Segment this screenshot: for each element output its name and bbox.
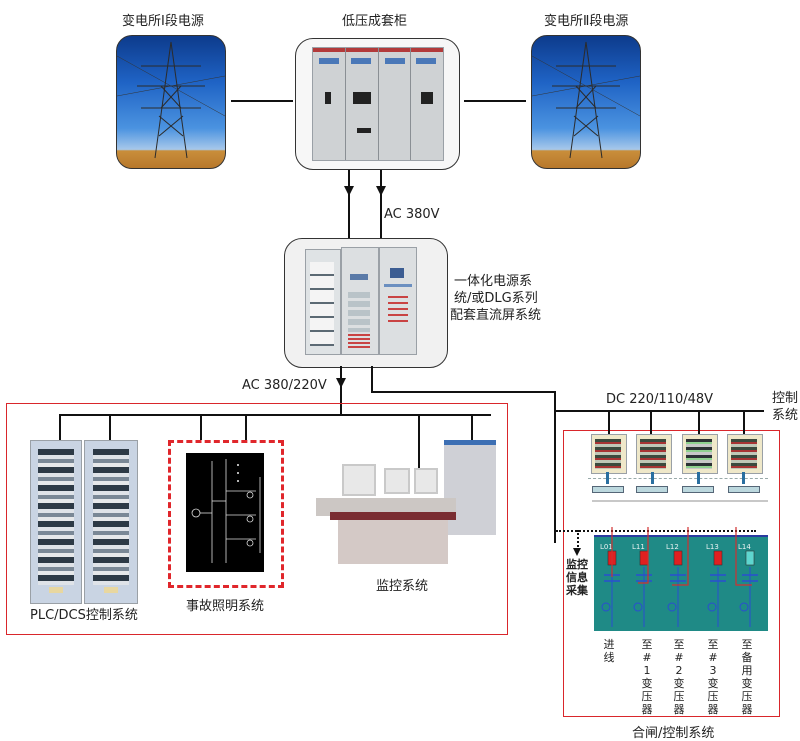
- current-transformer: [739, 602, 749, 612]
- ac380-220-feed: [340, 366, 342, 414]
- integrated-power-system-panel: [284, 238, 448, 368]
- switchgear-caption: 合闸/控制系统: [632, 726, 715, 741]
- arrow-down-icon: [336, 378, 346, 388]
- load-group-box: [6, 403, 508, 635]
- communication-bus: [588, 472, 768, 494]
- monitoring-label: 监控系统: [376, 579, 429, 594]
- battery-cabinet-image: [305, 249, 341, 355]
- monitor-drop-1: [418, 414, 420, 480]
- screen-feeder-label: L11: [632, 543, 645, 551]
- switchgear-screen: L01 L11 L12 L13 L14: [594, 527, 768, 631]
- lighting-drop-2: [245, 414, 247, 440]
- screen-feeder-l12: L12: [666, 543, 686, 627]
- source-1-connector: [231, 100, 293, 102]
- dc-drop-2: [650, 410, 652, 434]
- control-system-label: 控制系统: [772, 391, 799, 423]
- breaker-indicator: [745, 550, 755, 566]
- arrow-down-icon: [376, 186, 386, 196]
- dc-feed-horizontal: [371, 391, 556, 393]
- plc-drop-2: [109, 414, 111, 442]
- control-panel-image: [379, 247, 417, 355]
- screen-feeder-l13: L13: [706, 543, 726, 627]
- screen-feeder-l14: L14: [738, 543, 758, 627]
- feeder-label: 至#2变压器: [673, 638, 685, 716]
- screen-feeder-l11: L11: [632, 543, 652, 627]
- power-system-label-line1: 一体化电源系: [454, 274, 533, 289]
- dc-feed-vertical: [371, 366, 373, 392]
- screen-feeder-label: L14: [738, 543, 751, 551]
- control-wire: [672, 527, 689, 586]
- network-line: [592, 500, 768, 502]
- ac380-label: AC 380V: [384, 207, 440, 222]
- switchgear-schematic: L01 L11 L12 L13 L14: [600, 527, 758, 627]
- emergency-lighting-label: 事故照明系统: [186, 599, 265, 614]
- power-tower-icon: [117, 41, 225, 159]
- current-transformer: [707, 602, 717, 612]
- protection-unit-4: [727, 434, 763, 474]
- emergency-lighting-schematic: [186, 453, 264, 572]
- dc-panel-image: [341, 247, 379, 355]
- current-transformer: [633, 602, 643, 612]
- current-transformer: [601, 602, 611, 612]
- feeder-label: 进线: [603, 638, 615, 664]
- power-system-label-line2: 统/或DLG系列: [454, 291, 538, 306]
- source-2-connector: [464, 100, 526, 102]
- plc-drop-1: [59, 414, 61, 442]
- plc-dcs-label: PLC/DCS控制系统: [30, 608, 138, 623]
- control-wire: [735, 527, 752, 586]
- emergency-lighting-dashed-box: [168, 440, 284, 588]
- control-wire: [638, 527, 649, 584]
- lighting-drop-1: [200, 414, 202, 440]
- breaker-indicator: [639, 550, 649, 566]
- dc-drop-4: [743, 410, 745, 434]
- screen-feeder-label: L13: [706, 543, 719, 551]
- monitor-drop-2: [471, 414, 473, 440]
- source-1-label: 变电所Ⅰ段电源: [122, 14, 204, 29]
- low-voltage-cabinet-label: 低压成套柜: [342, 14, 408, 29]
- switchgear-group-box: [563, 430, 780, 717]
- screen-feeder-label: L01: [600, 543, 613, 551]
- monitoring-data-dotted-drop: [577, 530, 579, 550]
- dc-feed-down: [554, 391, 556, 543]
- breaker-indicator: [713, 550, 723, 566]
- lighting-circuit-icon: [191, 459, 261, 563]
- ac380-feed-2: [380, 170, 382, 238]
- power-tower-icon: [532, 41, 640, 159]
- arrow-down-icon: [344, 186, 354, 196]
- feeder-label: 至备用变压器: [741, 638, 753, 716]
- dc-drop-1: [608, 410, 610, 434]
- ac380-220-label: AC 380/220V: [242, 378, 327, 393]
- plc-cabinet-1: [30, 440, 82, 604]
- screen-feeder-l01: L01: [600, 543, 620, 627]
- ac380-feed-1: [348, 170, 350, 238]
- dc-drop-3: [698, 410, 700, 434]
- monitoring-console-image: [316, 440, 496, 570]
- low-voltage-cabinet-panel: [295, 38, 460, 170]
- ac-distribution-bus: [59, 414, 491, 416]
- power-system-label-line3: 配套直流屏系统: [450, 308, 542, 323]
- source-2-label: 变电所Ⅱ段电源: [544, 14, 629, 29]
- current-transformer: [667, 602, 677, 612]
- dc-bus: [554, 410, 764, 412]
- screen-feeder-label: L12: [666, 543, 679, 551]
- dc-label: DC 220/110/48V: [606, 392, 714, 407]
- power-tower-image-1: [116, 35, 226, 169]
- breaker-indicator: [673, 550, 683, 566]
- arrow-down-icon: [573, 548, 581, 556]
- power-tower-image-2: [531, 35, 641, 169]
- feeder-label: 至#3变压器: [707, 638, 719, 716]
- switchgear-cabinet-image: [312, 47, 444, 161]
- protection-unit-3: [682, 434, 718, 474]
- feeder-label: 至#1变压器: [641, 638, 653, 716]
- monitoring-collect-label: 监控信息采集: [566, 558, 588, 597]
- protection-unit-2: [636, 434, 672, 474]
- plc-cabinet-2: [84, 440, 138, 604]
- monitoring-data-dotted-line: [556, 530, 756, 532]
- protection-unit-1: [591, 434, 627, 474]
